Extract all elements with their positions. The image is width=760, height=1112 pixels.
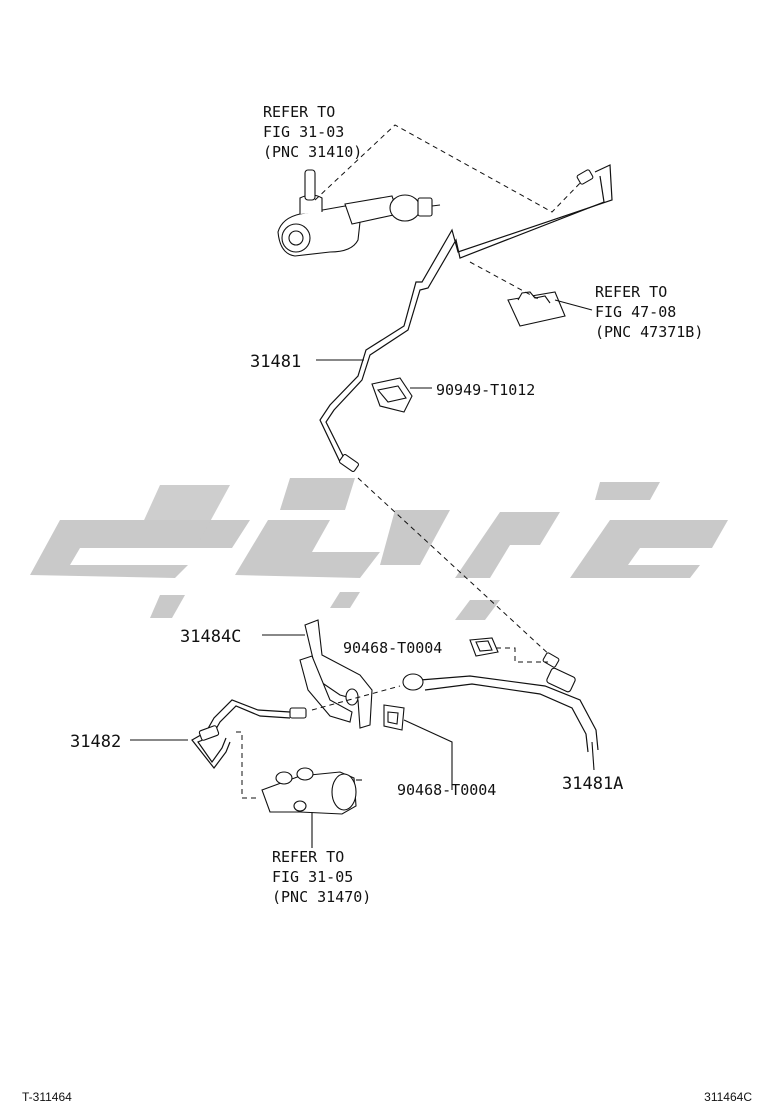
label-90949: 90949-T1012 — [436, 381, 535, 399]
footer-left-code: T-311464 — [22, 1090, 72, 1104]
bracket-31484c — [262, 619, 373, 729]
label-31481: 31481 — [250, 352, 301, 372]
footer-right-code: 311464C — [704, 1090, 752, 1104]
label-90468-top: 90468-T0004 — [343, 639, 442, 657]
refer-master-line2: FIG 31-03 — [263, 123, 344, 141]
clip-90949 — [371, 377, 432, 413]
release-cylinder — [261, 767, 362, 848]
hose-31481a — [402, 652, 599, 771]
refer-bracket-line3: (PNC 47371B) — [595, 323, 703, 341]
refer-bracket-line1: REFER TO — [595, 283, 667, 301]
label-31482: 31482 — [70, 732, 121, 752]
refer-bracket-line2: FIG 47-08 — [595, 303, 676, 321]
master-cylinder — [277, 169, 441, 257]
refer-release-line1: REFER TO — [272, 848, 344, 866]
label-31484c: 31484C — [180, 627, 241, 647]
label-90468-bottom: 90468-T0004 — [397, 781, 496, 799]
clip-90468-top — [469, 637, 548, 663]
refer-release-line2: FIG 31-05 — [272, 868, 353, 886]
label-31481a: 31481A — [562, 774, 623, 794]
pipe-31482 — [130, 699, 307, 769]
pipe-31481 — [319, 164, 613, 473]
clamp-47371b — [507, 291, 593, 327]
clip-90468-bottom — [383, 704, 453, 790]
watermark-logo — [30, 478, 728, 620]
refer-master-line3: (PNC 31410) — [263, 143, 362, 161]
refer-release-line3: (PNC 31470) — [272, 888, 371, 906]
refer-master-line1: REFER TO — [263, 103, 335, 121]
